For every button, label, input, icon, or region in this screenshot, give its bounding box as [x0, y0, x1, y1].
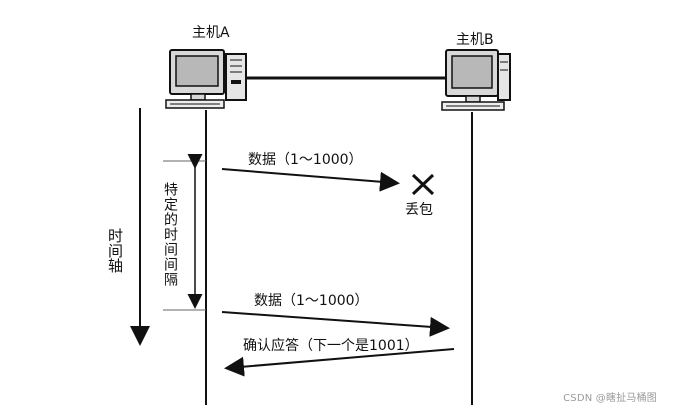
host-a-computer-icon — [165, 49, 247, 109]
host-a-label: 主机A — [192, 25, 230, 41]
second-data-label: 数据（1～1000） — [254, 293, 369, 309]
lost-label: 丢包 — [405, 202, 433, 218]
csdn-watermark: CSDN @瞎扯马桶图 — [563, 393, 657, 404]
first-data-label: 数据（1～1000） — [248, 152, 363, 168]
lost-packet-x-icon — [411, 173, 435, 196]
second-data-arrow — [221, 311, 450, 337]
host-b-computer-icon — [441, 49, 511, 111]
interval-label: 特定的时间间隔 — [162, 182, 178, 287]
ack-label: 确认应答（下一个是1001） — [243, 337, 419, 354]
first-data-arrow — [221, 168, 400, 192]
ack-arrow — [224, 348, 455, 377]
host-b-label: 主机B — [456, 32, 494, 48]
time-axis-label: 时间轴 — [106, 228, 124, 273]
